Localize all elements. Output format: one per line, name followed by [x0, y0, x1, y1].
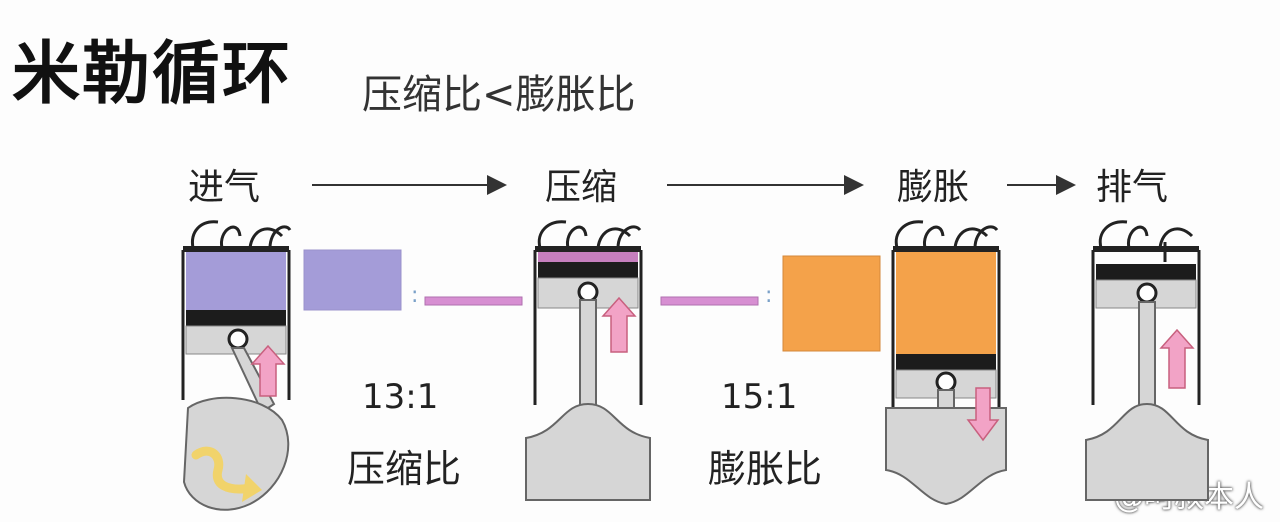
valve-spring-icon [616, 225, 642, 249]
valve-spring-icon [566, 225, 588, 249]
piston-pin [1136, 282, 1158, 304]
piston-pin [935, 371, 957, 393]
valve-spring-icon [268, 225, 292, 249]
stage-intake-label: 进气 [188, 167, 261, 208]
valve-spring-icon [894, 220, 924, 249]
intake-volume-box [303, 249, 402, 311]
up-arrow-icon [601, 296, 637, 353]
rotation-arrow-icon [191, 446, 257, 494]
intake-cylinder [181, 220, 292, 511]
stage-expansion-label: 膨胀 [897, 167, 970, 208]
compression-ratio-label: 压缩比 [347, 447, 462, 491]
valve-spring-icon [1158, 227, 1194, 249]
connecting-rod [579, 299, 597, 413]
compressed-volume-bar [424, 296, 523, 306]
valve-spring-icon [537, 220, 567, 249]
piston-pin [227, 328, 249, 350]
valve-spring-icon [190, 220, 219, 249]
stage-compression-label: 压缩 [545, 167, 618, 208]
valve-spring-icon [1127, 225, 1149, 249]
up-arrow-icon [1159, 328, 1195, 389]
connecting-rod [1138, 301, 1156, 413]
expansion-ratio-value: 15:1 [721, 377, 798, 417]
crankshaft [182, 396, 290, 511]
valve-spring-icon [953, 227, 989, 249]
valve-spring-icon [596, 227, 632, 249]
expansion-ratio-label: 膨胀比 [708, 447, 823, 491]
compression-cylinder [525, 220, 651, 501]
valve-spring-icon [973, 225, 999, 249]
valve-spring-icon [248, 227, 284, 249]
crankshaft [525, 402, 651, 501]
crankshaft [1085, 402, 1209, 501]
crankshaft [885, 407, 1007, 506]
expansion-cylinder [885, 220, 1007, 506]
rotation-arrowhead-icon [242, 474, 262, 502]
piston-pin [577, 281, 599, 303]
expansion-start-bar [660, 296, 759, 306]
page-title: 米勒循环 [12, 35, 293, 114]
expansion-volume-box [782, 255, 881, 352]
piston-ring [538, 262, 638, 278]
ratio-colon: : [411, 283, 418, 308]
exhaust-cylinder [1085, 220, 1209, 501]
valve-spring-icon [1098, 220, 1128, 249]
subtitle: 压缩比<膨胀比 [362, 72, 636, 118]
stage-exhaust-label: 排气 [1096, 167, 1169, 208]
piston-ring [896, 354, 996, 370]
up-arrow-icon [250, 344, 286, 397]
ratio-colon: : [765, 283, 772, 308]
valve-spring-icon [923, 225, 945, 249]
piston-ring [186, 310, 286, 326]
valve-spring-icon [220, 225, 242, 249]
down-arrow-icon [966, 387, 1000, 442]
piston-ring [1096, 264, 1196, 280]
compression-ratio-value: 13:1 [362, 377, 439, 417]
